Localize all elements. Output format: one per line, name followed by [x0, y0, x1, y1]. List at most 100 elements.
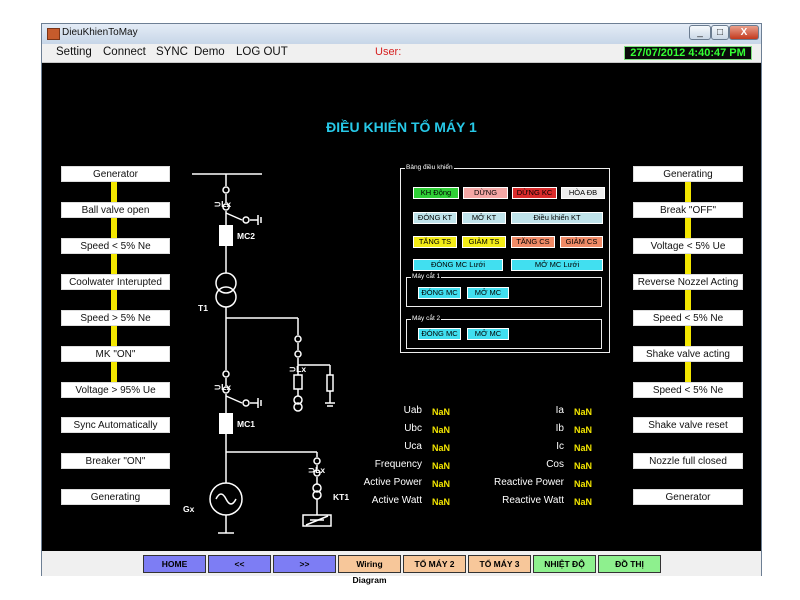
right-status-9: Generator: [633, 489, 743, 505]
decrease-frequency-button[interactable]: GIẢM TS: [462, 236, 506, 248]
breaker-2-open-button[interactable]: MỞ MC: [467, 328, 509, 340]
open-excitation-button[interactable]: MỞ KT: [462, 212, 506, 224]
menu-connect[interactable]: Connect: [103, 46, 146, 58]
right-status-0: Generating: [633, 166, 743, 182]
measure-frequency-label: Frequency: [374, 459, 422, 470]
mc2-label: MC2: [237, 231, 255, 241]
nav-temperature-button[interactable]: NHIỆT ĐỘ: [533, 555, 596, 573]
nav-next-button[interactable]: >>: [273, 555, 336, 573]
sync-button[interactable]: HÒA ĐB: [561, 187, 605, 199]
excitation-control-button[interactable]: Điều khiển KT: [511, 212, 603, 224]
close-excitation-button[interactable]: ĐÓNG KT: [413, 212, 457, 224]
disconnector-top-lower-node: [222, 203, 230, 211]
nav-unit-2-button[interactable]: TỔ MÁY 2: [403, 555, 466, 573]
minimize-button[interactable]: _: [689, 25, 711, 40]
disconnector-branch-label: ⊃Lx: [289, 364, 307, 374]
right-status-6: Speed < 5% Ne: [633, 382, 743, 398]
excitation-disconnector-node: [313, 469, 321, 477]
rectifier-box: [302, 514, 332, 527]
disconnector-top-upper-node: [222, 186, 230, 194]
breaker-2-title: Máy cắt 2: [411, 315, 442, 322]
measure-ic-value: NaN: [574, 443, 593, 453]
surge-arrester: [326, 374, 334, 392]
bottom-nav-bar: HOME << >> Wiring Diagram TỔ MÁY 2 TỔ MÁ…: [42, 551, 761, 585]
nav-prev-button[interactable]: <<: [208, 555, 271, 573]
nav-wiring-diagram-button[interactable]: Wiring Diagram: [338, 555, 401, 585]
ground-switch-arm: [225, 395, 243, 404]
measure-ia-label: Ia: [555, 405, 564, 416]
measure-reactive-power-value: NaN: [574, 479, 593, 489]
title-bar: DieuKhienToMay _ □ X: [42, 24, 761, 44]
kt1-label: KT1: [333, 492, 350, 502]
right-status-2: Voltage < 5% Ue: [633, 238, 743, 254]
branch-disconnector-node: [294, 350, 302, 358]
breaker-1-open-button[interactable]: MỞ MC: [467, 287, 509, 299]
main-panel: ĐIỀU KHIỂN TỔ MÁY 1 Generator Ball valve…: [42, 63, 761, 551]
t1-label: T1: [198, 303, 208, 313]
close-button[interactable]: X: [729, 25, 759, 40]
measure-ib-value: NaN: [574, 425, 593, 435]
measure-uca-label: Uca: [404, 441, 422, 452]
menu-demo[interactable]: Demo: [194, 46, 225, 58]
menu-setting[interactable]: Setting: [56, 46, 92, 58]
nav-graph-button[interactable]: ĐỒ THỊ: [598, 555, 661, 573]
breaker-1-close-button[interactable]: ĐÓNG MC: [418, 287, 461, 299]
increase-power-button[interactable]: TĂNG CS: [511, 236, 555, 248]
ground-switch-node: [242, 399, 250, 407]
open-grid-breaker-button[interactable]: MỞ MC Lưới: [511, 259, 603, 271]
ground-switch-arm: [225, 212, 243, 221]
right-status-8: Nozzle full closed: [633, 453, 743, 469]
measure-reactive-power-label: Reactive Power: [493, 477, 564, 488]
user-label: User:: [375, 46, 402, 58]
menu-bar: Setting Connect SYNC Demo LOG OUT User: …: [42, 44, 761, 63]
emergency-stop-button[interactable]: DỪNG KC: [512, 187, 557, 199]
breaker-mc2: [219, 225, 233, 246]
app-icon: [47, 28, 60, 40]
fuse: [293, 374, 303, 390]
breaker-1-group: Máy cắt 1 ĐÓNG MC MỞ MC: [406, 273, 602, 307]
transformer-winding-lower: [215, 286, 237, 308]
breaker-2-close-button[interactable]: ĐÓNG MC: [418, 328, 461, 340]
right-status-4: Speed < 5% Ne: [633, 310, 743, 326]
measure-active-watt-label: Active Watt: [371, 495, 422, 506]
page-title: ĐIỀU KHIỂN TỔ MÁY 1: [326, 119, 477, 135]
left-status-0: Generator: [61, 166, 170, 182]
disconnector-mc2-label: ⊃Lx: [214, 199, 232, 209]
stop-button[interactable]: DỪNG: [463, 187, 508, 199]
measure-uab-value: NaN: [432, 407, 451, 417]
gx-label: Gx: [183, 504, 195, 514]
measure-cos-value: NaN: [574, 461, 593, 471]
nav-unit-3-button[interactable]: TỔ MÁY 3: [468, 555, 531, 573]
increase-frequency-button[interactable]: TĂNG TS: [413, 236, 457, 248]
breaker-mc1: [219, 413, 233, 434]
measure-ubc-value: NaN: [432, 425, 451, 435]
control-panel: Bảng điều khiển KH Động DỪNG DỪNG KC HÒA…: [400, 164, 610, 353]
left-status-2: Speed < 5% Ne: [61, 238, 170, 254]
left-status-9: Generating: [61, 489, 170, 505]
measure-active-power-label: Active Power: [363, 477, 422, 488]
left-status-8: Breaker "ON": [61, 453, 170, 469]
left-status-5: MK "ON": [61, 346, 170, 362]
measure-ib-label: Ib: [555, 423, 564, 434]
left-status-6: Voltage > 95% Ue: [61, 382, 170, 398]
measure-ia-value: NaN: [574, 407, 593, 417]
right-status-3: Reverse Nozzel Acting: [633, 274, 743, 290]
breaker-2-group: Máy cắt 2 ĐÓNG MC MỞ MC: [406, 315, 602, 349]
disconnector-mc1-label: ⊃Lx: [214, 382, 232, 392]
measure-reactive-watt-value: NaN: [574, 497, 593, 507]
menu-logout[interactable]: LOG OUT: [236, 46, 288, 58]
close-grid-breaker-button[interactable]: ĐÓNG MC Lưới: [413, 259, 503, 271]
maximize-button[interactable]: □: [711, 25, 729, 40]
branch-disconnector-node: [294, 335, 302, 343]
start-button[interactable]: KH Động: [413, 187, 459, 199]
kt1-winding-upper: [312, 483, 322, 493]
datetime-display: 27/07/2012 4:40:47 PM: [624, 46, 752, 60]
left-status-4: Speed > 5% Ne: [61, 310, 170, 326]
decrease-power-button[interactable]: GIẢM CS: [560, 236, 603, 248]
breaker-1-title: Máy cắt 1: [411, 273, 442, 280]
measure-uca-value: NaN: [432, 443, 451, 453]
left-status-1: Ball valve open: [61, 202, 170, 218]
menu-sync[interactable]: SYNC: [156, 46, 188, 58]
nav-home-button[interactable]: HOME: [143, 555, 206, 573]
right-status-1: Break "OFF": [633, 202, 743, 218]
